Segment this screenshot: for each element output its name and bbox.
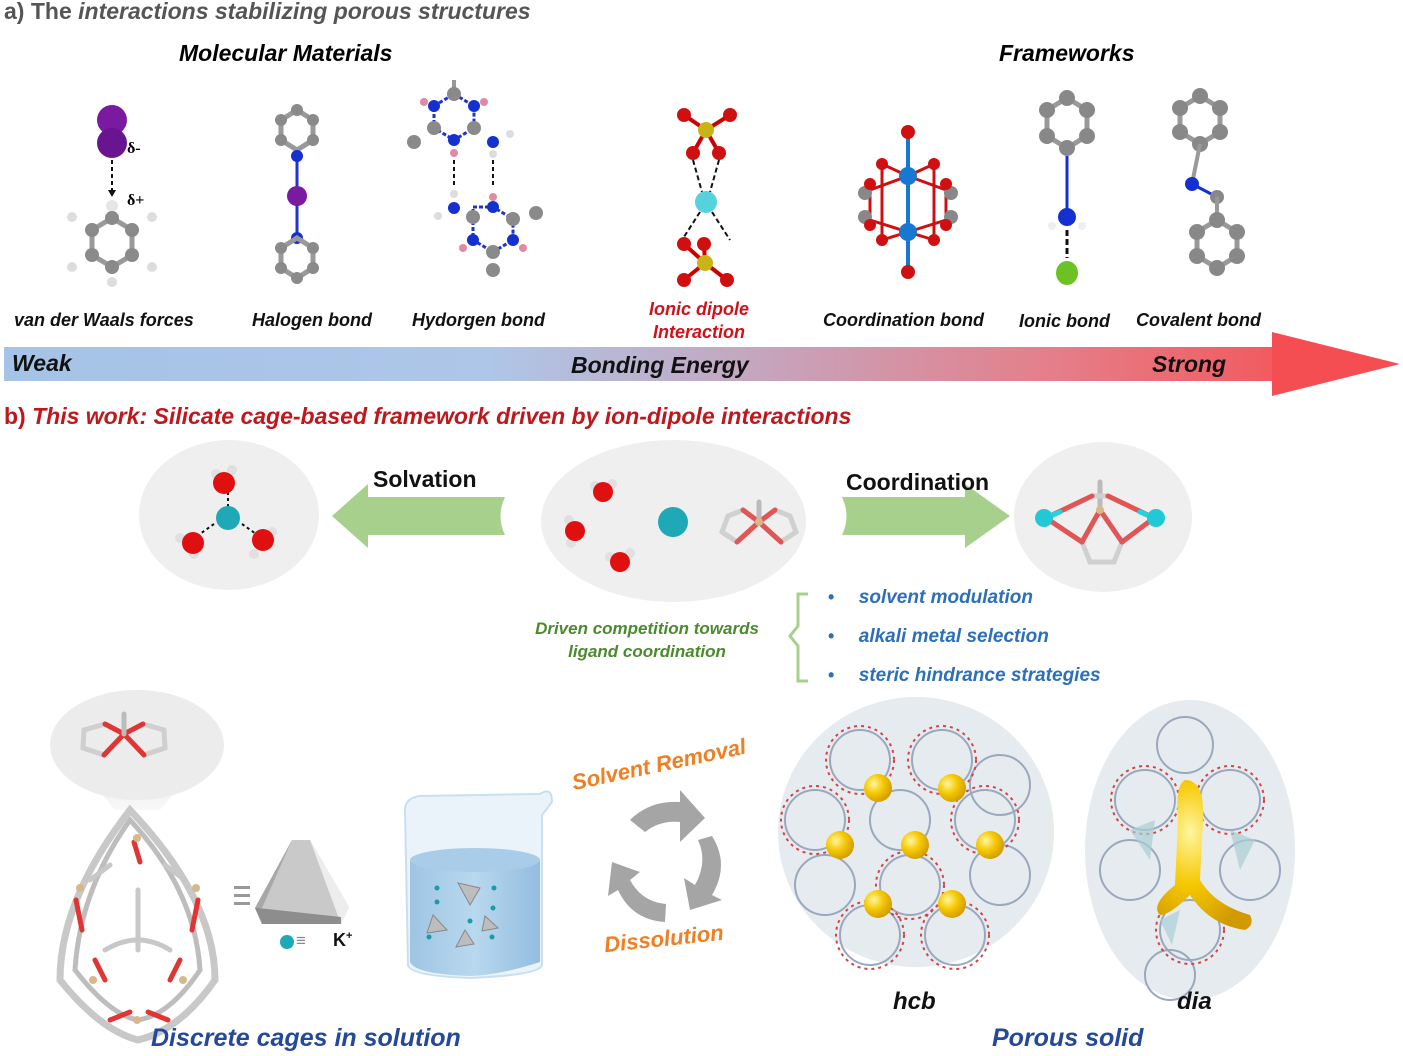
truncated-tetrahedron-icon <box>255 840 349 924</box>
solvation-arrow <box>332 484 505 548</box>
driven-text-line2: ligand coordination <box>568 642 726 661</box>
sulfate-cation-icon <box>677 108 737 287</box>
driven-competition-text: Driven competition towards ligand coordi… <box>514 617 780 663</box>
silicate-ligand-icon <box>718 499 800 546</box>
bullet-icon: • <box>828 665 835 685</box>
potassium-ion-icon <box>280 935 294 949</box>
bonding-energy-arrow-head <box>1272 332 1400 396</box>
ionic-dipole-line2: Interaction <box>652 322 745 342</box>
strategy-item: • solvent modulation <box>828 587 1101 626</box>
delta-plus-label: δ+ <box>127 192 145 209</box>
solvated-potassium-icon <box>175 465 277 559</box>
bond-label-vdw: van der Waals forces <box>14 310 194 330</box>
bond-molecules <box>67 80 1245 287</box>
bonding-energy-label: Bonding Energy <box>571 352 749 378</box>
strong-label: Strong <box>1152 351 1227 377</box>
strategy-list: • solvent modulation • alkali metal sele… <box>828 587 1101 704</box>
anilinium-chloride-icon <box>1039 90 1095 285</box>
bullet-icon: • <box>828 587 835 607</box>
coordinated-silicate-icon <box>1035 479 1165 565</box>
k-symbol: K <box>333 930 346 950</box>
solvation-label: Solvation <box>373 466 477 492</box>
molecular-materials-heading: Molecular Materials <box>179 40 393 66</box>
strategy-text: solvent modulation <box>858 587 1033 608</box>
bottom-illustrations <box>50 690 1295 1044</box>
panel-a-title-prefix: The <box>30 0 72 24</box>
panel-b-title-text: This work: Silicate cage-based framework… <box>32 403 852 429</box>
triazine-dimer-icon <box>407 80 543 277</box>
iodine-benzene-icon <box>67 105 157 287</box>
discrete-cages-caption: Discrete cages in solution <box>151 1024 461 1052</box>
strategy-item: • alkali metal selection <box>828 626 1101 665</box>
cycle-arrows-icon <box>608 790 722 922</box>
potassium-label: K+ <box>333 930 352 951</box>
dia-framework-icon <box>1085 700 1295 1001</box>
zoom-cone <box>50 690 224 810</box>
panel-b-title: b) This work: Silicate cage-based framew… <box>4 403 851 430</box>
equiv-symbol-k: ≡ <box>296 931 306 950</box>
bond-label-halogen: Halogen bond <box>252 310 372 330</box>
ionic-dipole-line1: Ionic dipole <box>648 299 749 319</box>
reaction-scheme <box>175 465 1165 683</box>
weak-label: Weak <box>12 350 72 376</box>
beaker-icon <box>403 790 554 980</box>
frameworks-heading: Frameworks <box>999 40 1135 66</box>
panel-a-label: a) <box>4 0 25 24</box>
bonding-energy-arrow-bar <box>4 347 1279 381</box>
pyridine-iodine-pyridine-icon <box>275 104 319 284</box>
bond-label-ionic-dipole: Ionic dipole Interaction <box>640 298 758 344</box>
delta-minus-label: δ- <box>127 140 141 157</box>
coordination-label: Coordination <box>846 469 990 495</box>
k-charge: + <box>346 930 353 942</box>
bond-label-hydrogen: Hydorgen bond <box>412 310 545 330</box>
bond-label-ionic: Ionic bond <box>1019 311 1110 331</box>
porous-solid-caption: Porous solid <box>992 1024 1144 1052</box>
equivalence-symbol <box>234 886 250 905</box>
strategy-item: • steric hindrance strategies <box>828 665 1101 704</box>
hcb-label: hcb <box>893 988 936 1015</box>
strategy-text: alkali metal selection <box>858 626 1049 647</box>
strategy-bracket <box>788 592 808 683</box>
dia-label: dia <box>1177 988 1212 1015</box>
panel-b-label: b) <box>4 403 26 429</box>
panel-a-title-italic: interactions stabilizing porous structur… <box>78 0 531 24</box>
bond-label-coordination: Coordination bond <box>823 310 984 330</box>
coordination-arrow <box>842 484 1010 548</box>
driven-text-line1: Driven competition towards <box>535 619 759 638</box>
imine-icon <box>1172 88 1245 276</box>
paddlewheel-icon <box>858 125 958 279</box>
panel-a-title: a) The interactions stabilizing porous s… <box>4 0 531 25</box>
bullet-icon: • <box>828 626 835 646</box>
water-molecules-icon <box>564 479 688 572</box>
bond-label-covalent: Covalent bond <box>1136 310 1261 330</box>
strategy-text: steric hindrance strategies <box>858 665 1101 686</box>
hcb-framework-icon <box>778 697 1054 970</box>
silicate-cage-icon <box>56 804 219 1044</box>
